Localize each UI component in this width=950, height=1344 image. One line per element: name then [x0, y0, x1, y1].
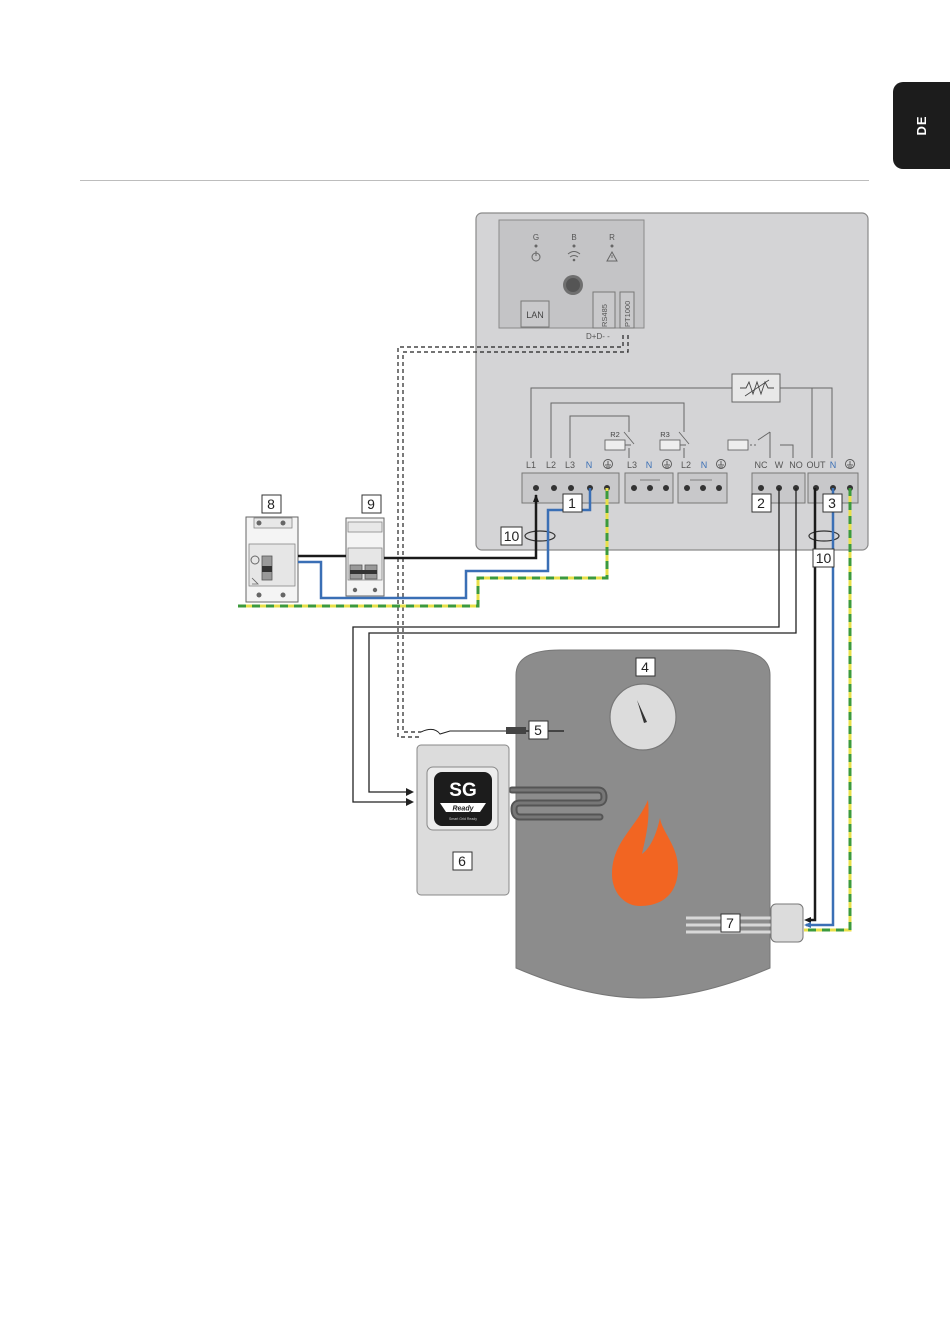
sg-logo-tiny: Smart Grid Ready	[449, 817, 477, 821]
term-out-n-label: N	[830, 460, 837, 470]
callout-6-label: 6	[458, 853, 466, 869]
term-l1-label: L1	[526, 460, 536, 470]
led-label-b: B	[571, 233, 576, 242]
term-r3-n-label: N	[701, 460, 708, 470]
heat-pump-unit: SG Ready Smart Grid Ready	[417, 745, 509, 895]
callout-1-label: 1	[568, 495, 576, 511]
relay-sg	[728, 440, 748, 450]
callout-10a-label: 10	[504, 528, 520, 544]
callout-4-label: 4	[641, 659, 649, 675]
term-r2-n-label: N	[646, 460, 653, 470]
sensor-lead	[421, 729, 506, 734]
temperature-sensor	[506, 727, 526, 734]
callout-3-label: 3	[828, 495, 836, 511]
term-l3-label: L3	[565, 460, 575, 470]
term-l2-label: L2	[546, 460, 556, 470]
mcb-breaker	[346, 518, 384, 596]
term-n-label: N	[586, 460, 593, 470]
sg-logo-small: Ready	[452, 806, 474, 813]
callout-8-label: 8	[267, 496, 275, 512]
callout-5-label: 5	[534, 722, 542, 738]
callout-7-label: 7	[726, 915, 734, 931]
rs485-pins-label: D+D- -	[586, 332, 610, 341]
callout-10b-label: 10	[816, 550, 832, 566]
heating-element-head	[771, 904, 803, 942]
relay-r3	[660, 440, 680, 450]
relay-r2-label: R2	[610, 430, 620, 439]
sg-logo-big: SG	[449, 780, 476, 801]
relay-r2	[605, 440, 625, 450]
pt1000-label: PT1000	[623, 301, 632, 327]
relay-r3-label: R3	[660, 430, 670, 439]
rs485-label: RS485	[600, 304, 609, 327]
led-label-r: R	[609, 233, 615, 242]
term-r2-l3-label: L3	[627, 460, 637, 470]
term-nc-label: NC	[755, 460, 768, 470]
callout-2-label: 2	[757, 495, 765, 511]
lan-label: LAN	[526, 310, 544, 320]
rcd-breaker	[246, 517, 298, 602]
water-tank	[506, 650, 803, 998]
term-out-label: OUT	[807, 460, 827, 470]
term-w-label: W	[775, 460, 784, 470]
term-no-label: NO	[789, 460, 803, 470]
term-r3-l2-label: L2	[681, 460, 691, 470]
callout-9-label: 9	[367, 496, 375, 512]
led-label-g: G	[533, 233, 539, 242]
